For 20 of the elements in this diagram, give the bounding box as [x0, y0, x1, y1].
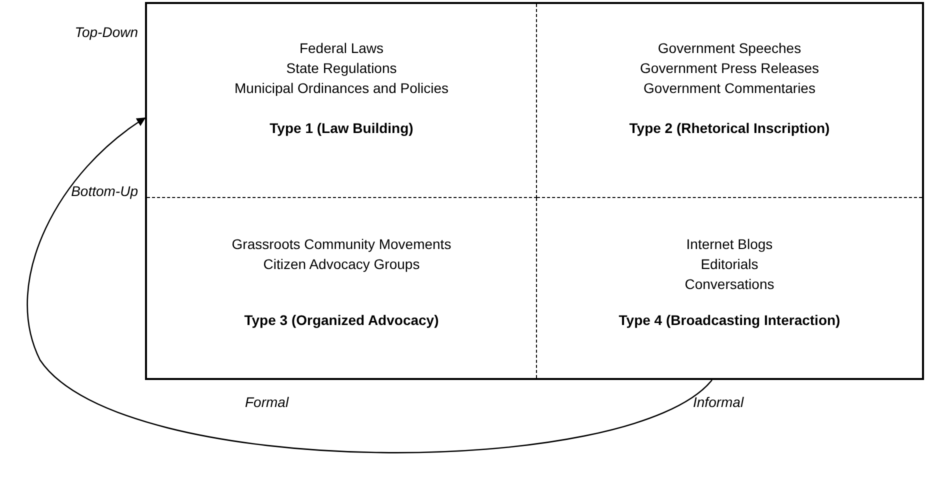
list-item: Government Commentaries: [644, 79, 816, 98]
cell-heading: Type 3 (Organized Advocacy): [244, 311, 439, 330]
list-item: Conversations: [684, 275, 774, 294]
list-item: Citizen Advocacy Groups: [263, 255, 420, 274]
axis-label: Formal: [245, 394, 289, 410]
list-item: Federal Laws: [299, 39, 384, 58]
list-item: Government Press Releases: [640, 59, 819, 78]
axis-label: Bottom-Up: [71, 183, 138, 199]
cell-heading: Type 1 (Law Building): [270, 119, 414, 138]
list-item: Government Speeches: [658, 39, 802, 58]
list-item: State Regulations: [286, 59, 397, 78]
list-item: Grassroots Community Movements: [232, 235, 452, 254]
cell-heading: Type 2 (Rhetorical Inscription): [629, 119, 830, 138]
axis-label: Top-Down: [74, 24, 138, 40]
list-item: Municipal Ordinances and Policies: [234, 79, 448, 98]
list-item: Internet Blogs: [686, 235, 773, 254]
matrix-cell: [147, 4, 537, 198]
axis-label: Informal: [693, 394, 744, 410]
list-item: Editorials: [700, 255, 758, 274]
cell-heading: Type 4 (Broadcasting Interaction): [618, 311, 840, 330]
